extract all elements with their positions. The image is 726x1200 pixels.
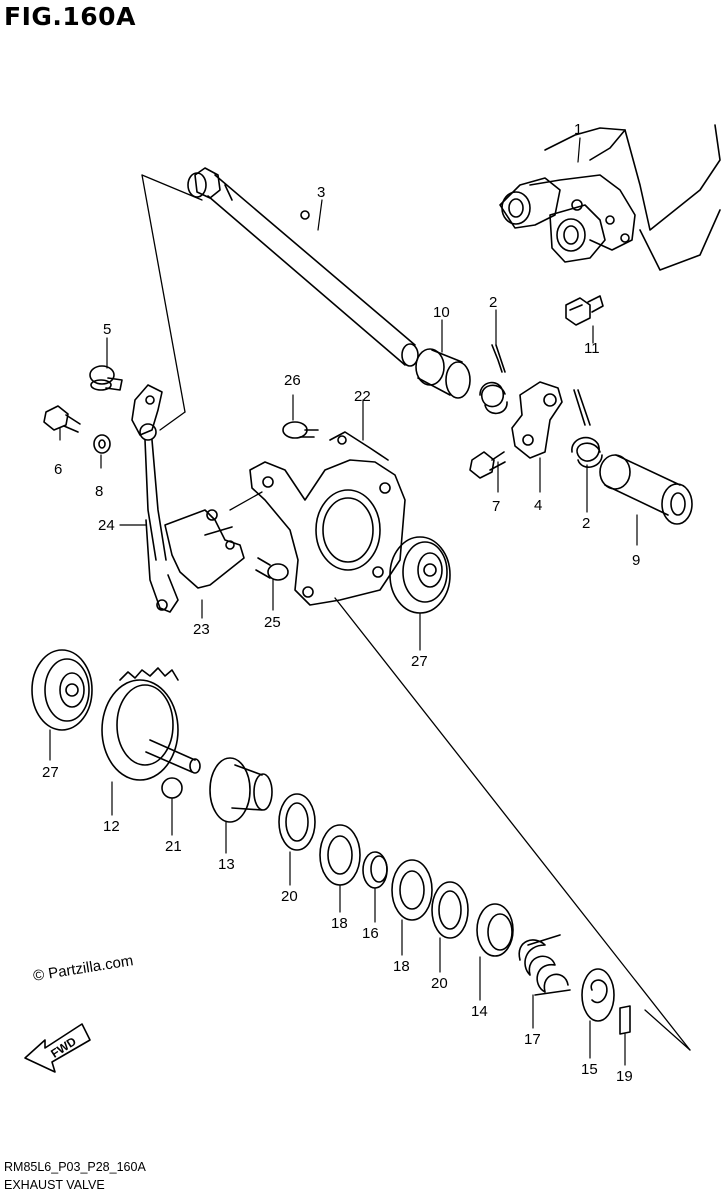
callout-18-upper: 18	[331, 915, 348, 932]
assembly-boundary-lines	[141, 174, 691, 1051]
callout-leader-lines	[49, 137, 638, 1066]
callout-27-left: 27	[42, 764, 59, 781]
callout-2-upper: 2	[489, 294, 497, 311]
part-23-bracket[interactable]	[164, 509, 245, 589]
part-3-shaft[interactable]	[187, 167, 419, 367]
part-6-bolt[interactable]	[43, 405, 81, 433]
part-18-washer-lower[interactable]	[391, 859, 433, 921]
part-2-spring-lower[interactable]	[571, 389, 603, 468]
part-17-coil-spring[interactable]	[518, 934, 571, 996]
callout-8: 8	[95, 483, 103, 500]
part-26-screw[interactable]	[282, 421, 319, 439]
fwd-arrow: FWD	[24, 1023, 91, 1073]
part-7-screw[interactable]	[469, 451, 506, 479]
diagram-code: RM85L6_P03_P28_160A	[4, 1160, 146, 1174]
part-12-gear-shaft[interactable]	[101, 667, 201, 781]
part-27-bearing-left[interactable]	[31, 649, 93, 731]
callout-10: 10	[433, 304, 450, 321]
callout-numbers: 1 11 3 10 2 5 6 8 24 7 4 2 9 26 22 23 25…	[42, 121, 640, 1085]
callout-12: 12	[103, 818, 120, 835]
callout-22: 22	[354, 388, 371, 405]
callout-1: 1	[574, 121, 582, 138]
diagram-name: EXHAUST VALVE	[4, 1178, 105, 1192]
part-24-link-rod[interactable]	[131, 384, 179, 613]
part-15-retainer[interactable]	[581, 968, 615, 1022]
callout-2-lower: 2	[582, 515, 590, 532]
callout-27-right: 27	[411, 653, 428, 670]
callout-24: 24	[98, 517, 115, 534]
part-21-ball[interactable]	[161, 777, 183, 799]
part-5-screw[interactable]	[89, 365, 123, 391]
callout-4: 4	[534, 497, 542, 514]
part-13-collar[interactable]	[209, 757, 273, 823]
part-1-valve-holder[interactable]	[499, 124, 721, 271]
callout-25: 25	[264, 614, 281, 631]
callout-21: 21	[165, 838, 182, 855]
callout-13: 13	[218, 856, 235, 873]
callout-23: 23	[193, 621, 210, 638]
callout-9: 9	[632, 552, 640, 569]
callout-19: 19	[616, 1068, 633, 1085]
callout-20-lower: 20	[431, 975, 448, 992]
callout-5: 5	[103, 321, 111, 338]
part-11-bolt[interactable]	[565, 295, 604, 326]
figure-title: FIG.160A	[4, 2, 136, 31]
part-4-lever[interactable]	[511, 381, 563, 459]
callout-6: 6	[54, 461, 62, 478]
callout-3: 3	[317, 184, 325, 201]
callout-18-lower: 18	[393, 958, 410, 975]
part-2-spring-upper[interactable]	[479, 344, 508, 415]
part-9-sleeve[interactable]	[599, 454, 693, 525]
callout-17: 17	[524, 1031, 541, 1048]
part-18-washer-upper[interactable]	[319, 824, 361, 886]
part-20-thrust-bearing-lower[interactable]	[431, 881, 469, 939]
callout-14: 14	[471, 1003, 488, 1020]
callout-15: 15	[581, 1061, 598, 1078]
callout-11: 11	[584, 340, 600, 357]
part-16-ring[interactable]	[362, 851, 388, 889]
callout-16: 16	[362, 925, 379, 942]
part-8-washer[interactable]	[93, 434, 111, 454]
callout-20-upper: 20	[281, 888, 298, 905]
part-19-pin[interactable]	[619, 1005, 631, 1035]
part-20-thrust-bearing-upper[interactable]	[278, 793, 316, 851]
callout-26: 26	[284, 372, 301, 389]
part-25-screw[interactable]	[255, 557, 289, 581]
part-22-plate[interactable]	[249, 431, 406, 606]
callout-7: 7	[492, 498, 500, 515]
part-14-spring-seat[interactable]	[476, 903, 514, 957]
part-27-bearing-right[interactable]	[389, 536, 451, 614]
part-10-bushing[interactable]	[415, 348, 471, 399]
